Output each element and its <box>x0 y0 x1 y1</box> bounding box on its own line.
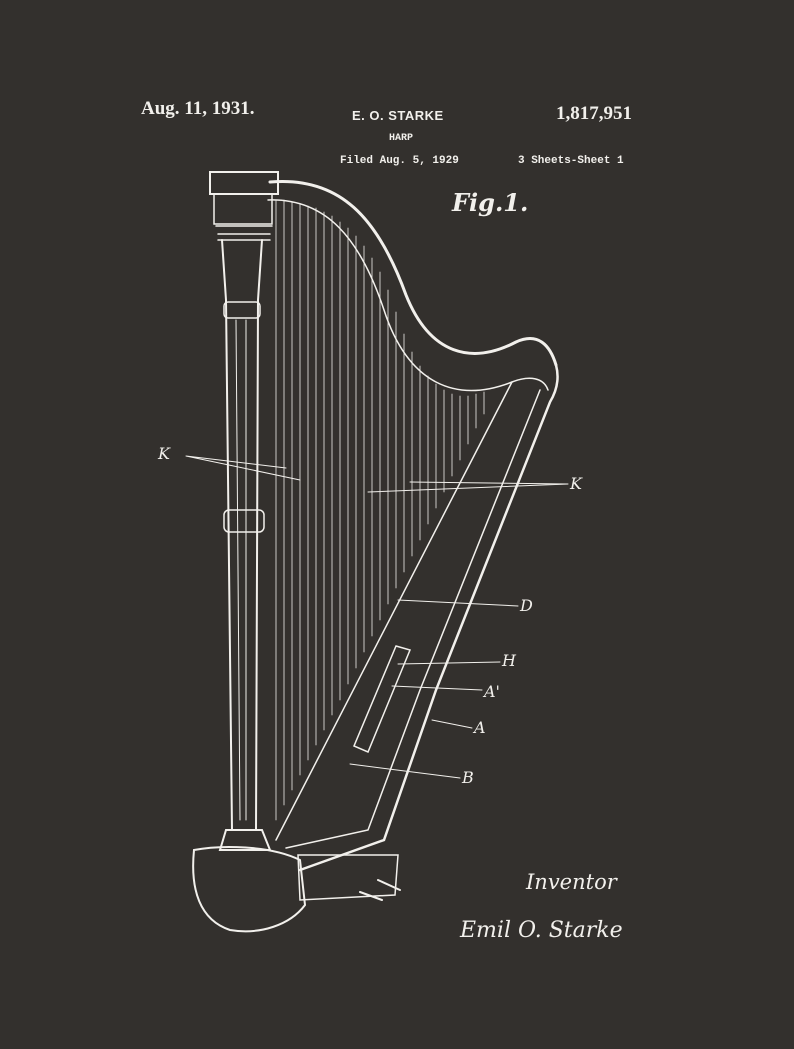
inventor-signature: Emil O. Starke <box>460 918 623 943</box>
soundboard-inner <box>285 389 541 849</box>
filed-date: Filed Aug. 5, 1929 <box>340 155 459 167</box>
column-shaft-fluting <box>235 319 247 821</box>
patent-number: 1,817,951 <box>556 103 632 124</box>
leader-b <box>349 763 461 779</box>
soundboard-outer <box>298 363 559 872</box>
label-h: H <box>502 651 516 670</box>
harp-base <box>192 846 307 933</box>
harp-neck-inner <box>267 199 549 392</box>
inventor-name: E. O. STARKE <box>352 108 444 123</box>
capital-ornament <box>215 225 273 241</box>
leader-d <box>397 599 519 607</box>
patent-title: HARP <box>389 133 414 144</box>
column-shaft <box>221 239 263 831</box>
label-a: A <box>474 718 486 737</box>
column-capital <box>209 171 279 195</box>
leader-a-prime <box>391 685 483 691</box>
patent-date: Aug. 11, 1931. <box>141 98 255 119</box>
label-b: B <box>462 768 474 787</box>
soundboard-panel <box>353 645 412 753</box>
inventor-caption: Inventor <box>526 870 617 894</box>
label-k-right: K <box>570 474 582 493</box>
sheet-count: 3 Sheets-Sheet 1 <box>518 155 624 167</box>
figure-label: Fig.1. <box>452 188 529 217</box>
harp-strings <box>275 199 485 821</box>
harp-pedestal <box>297 854 399 901</box>
column-ring-upper <box>223 301 261 319</box>
harp-neck <box>268 179 558 367</box>
pedal <box>359 879 401 901</box>
column-capital-base <box>213 193 273 225</box>
label-d: D <box>520 596 533 615</box>
column-ring-middle <box>223 509 265 533</box>
label-k-left: K <box>158 444 170 463</box>
leader-a <box>431 719 473 729</box>
label-a-prime: A' <box>484 682 500 701</box>
leader-k-left <box>185 455 301 481</box>
soundboard-edge <box>275 381 513 841</box>
leader-k-right <box>367 481 569 493</box>
leader-h <box>397 661 501 665</box>
